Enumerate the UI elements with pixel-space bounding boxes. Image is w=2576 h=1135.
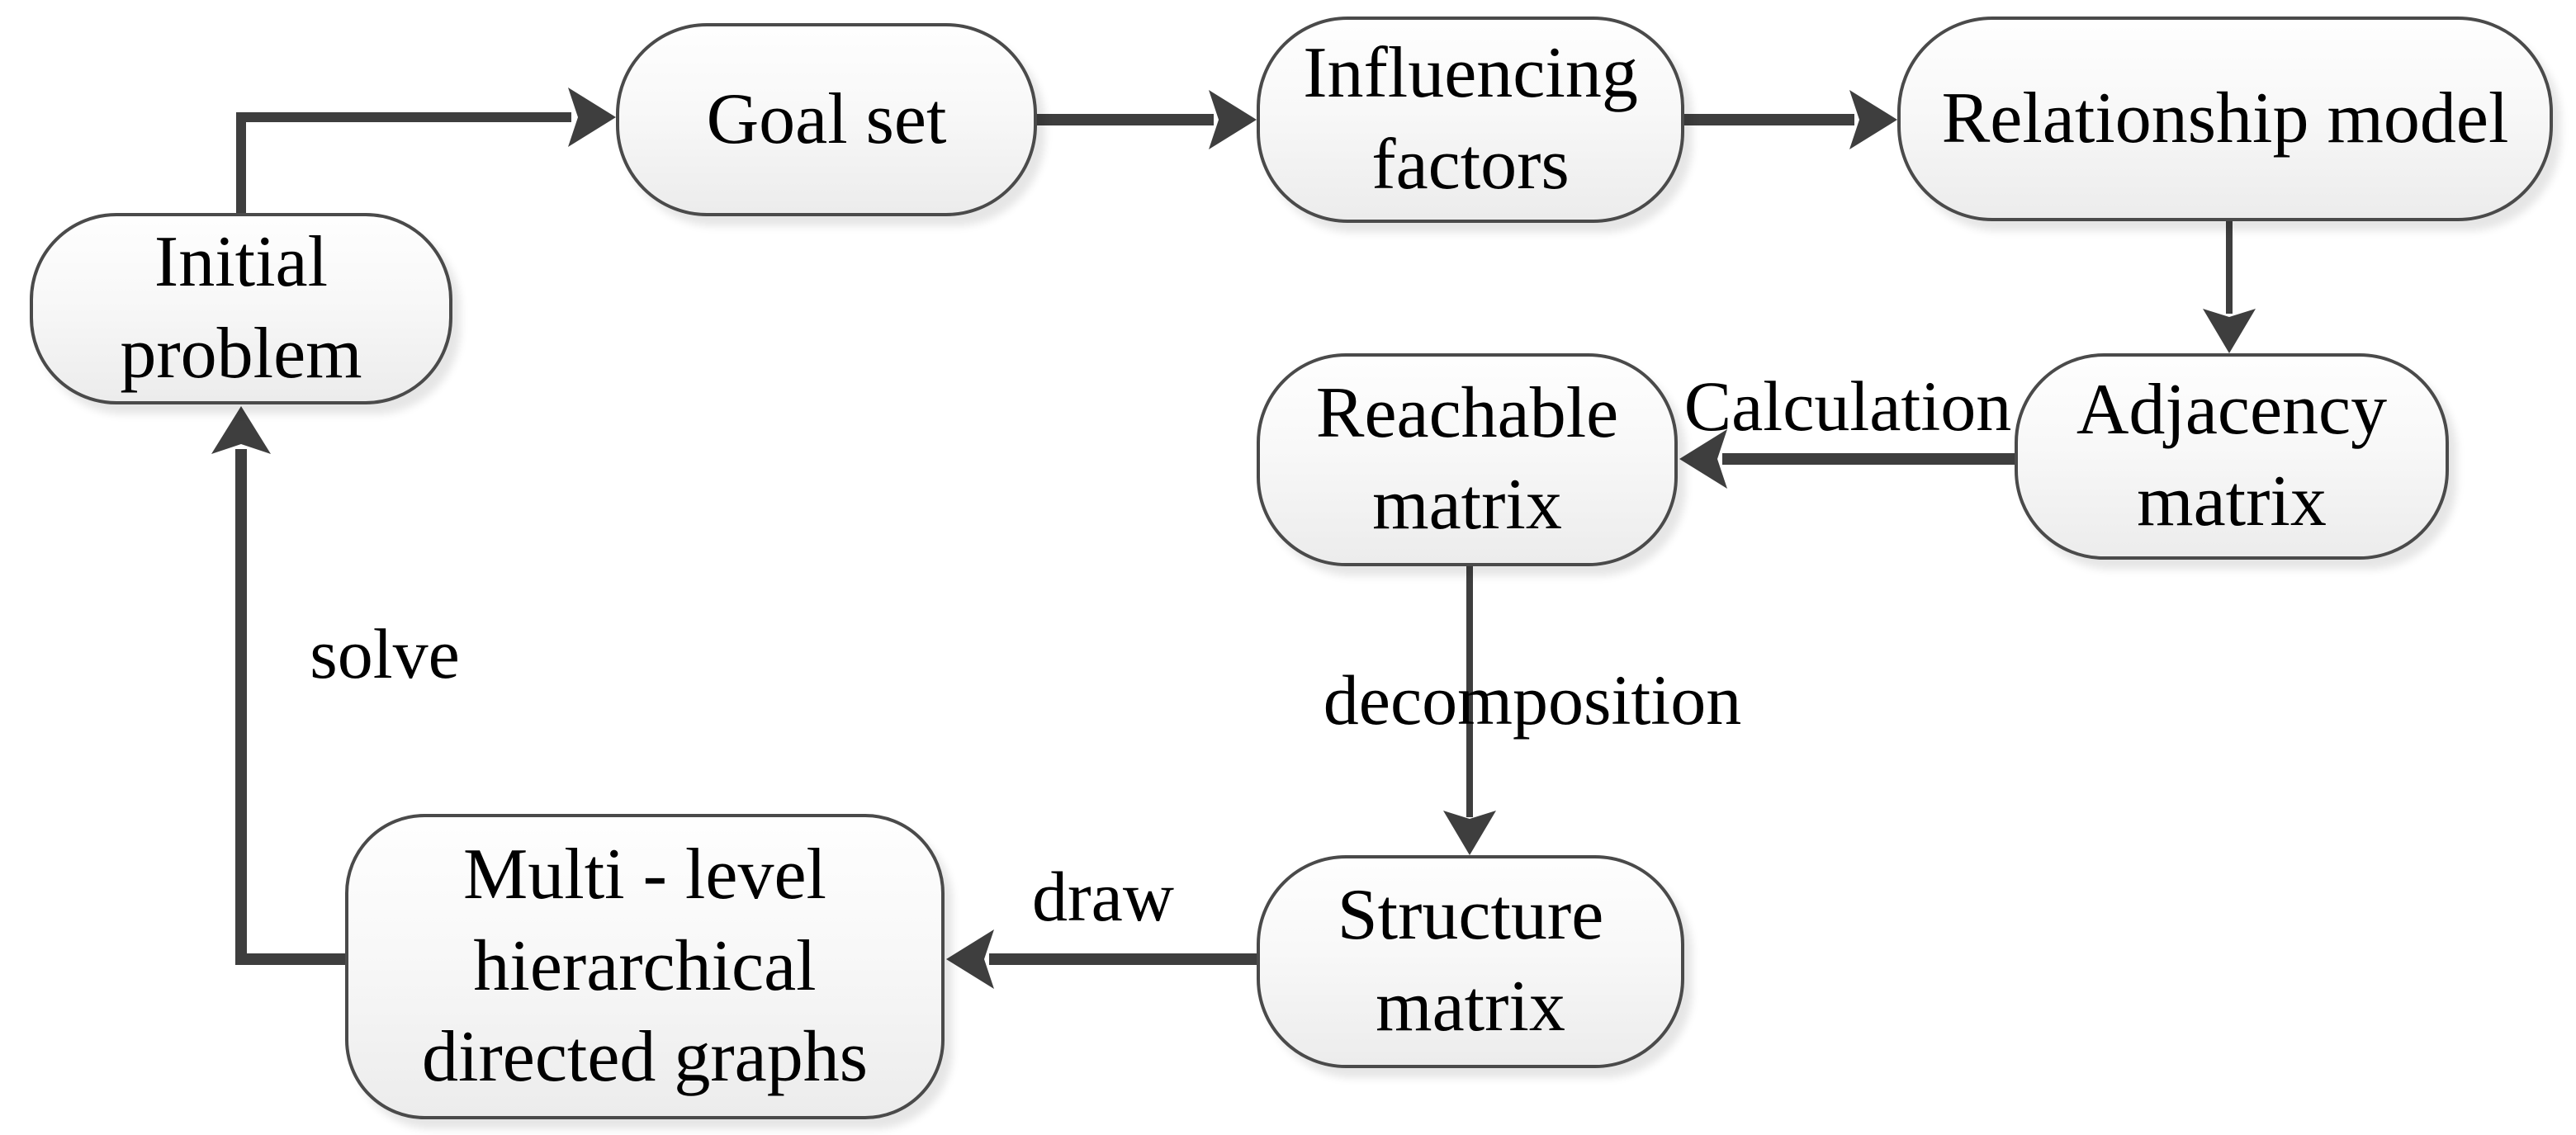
node-reachable-matrix: Reachable matrix [1257,353,1678,566]
edge-reachable-to-structure [1443,566,1496,855]
edge-multilevel-to-initial [211,406,345,965]
node-structure-matrix: Structure matrix [1257,855,1684,1068]
arrowhead-left-icon [946,929,994,989]
edge-label-solve: solve [310,614,460,693]
node-influencing-factors: Influencing factors [1257,17,1684,223]
arrowhead-down-icon [1443,811,1496,855]
arrowhead-down-icon [2203,309,2256,353]
arrowhead-right-icon [568,87,616,147]
arrowhead-right-icon [1209,90,1257,149]
arrowhead-up-icon [211,406,271,454]
edge-goal-to-influencing [1037,90,1257,149]
edge-label-draw: draw [1032,857,1174,936]
node-relationship-model: Relationship model [1897,17,2553,221]
node-goal-set: Goal set [616,23,1037,216]
arrowhead-right-icon [1849,90,1897,149]
edge-label-decomposition: decomposition [1323,660,1742,740]
edge-relationship-to-adjacency [2203,221,2256,353]
edge-label-calculation: Calculation [1683,367,2012,446]
edge-adjacency-to-reachable [1679,429,2015,489]
node-adjacency-matrix: Adjacency matrix [2015,353,2449,560]
arrowhead-left-icon [1679,429,1727,489]
edge-influencing-to-relationship [1684,90,1897,149]
edge-structure-to-multilevel [946,929,1257,989]
node-initial-problem: Initial problem [30,213,452,404]
node-multi-level-graphs: Multi - level hierarchical directed grap… [345,814,945,1119]
edge-initial-to-goal [236,87,616,213]
